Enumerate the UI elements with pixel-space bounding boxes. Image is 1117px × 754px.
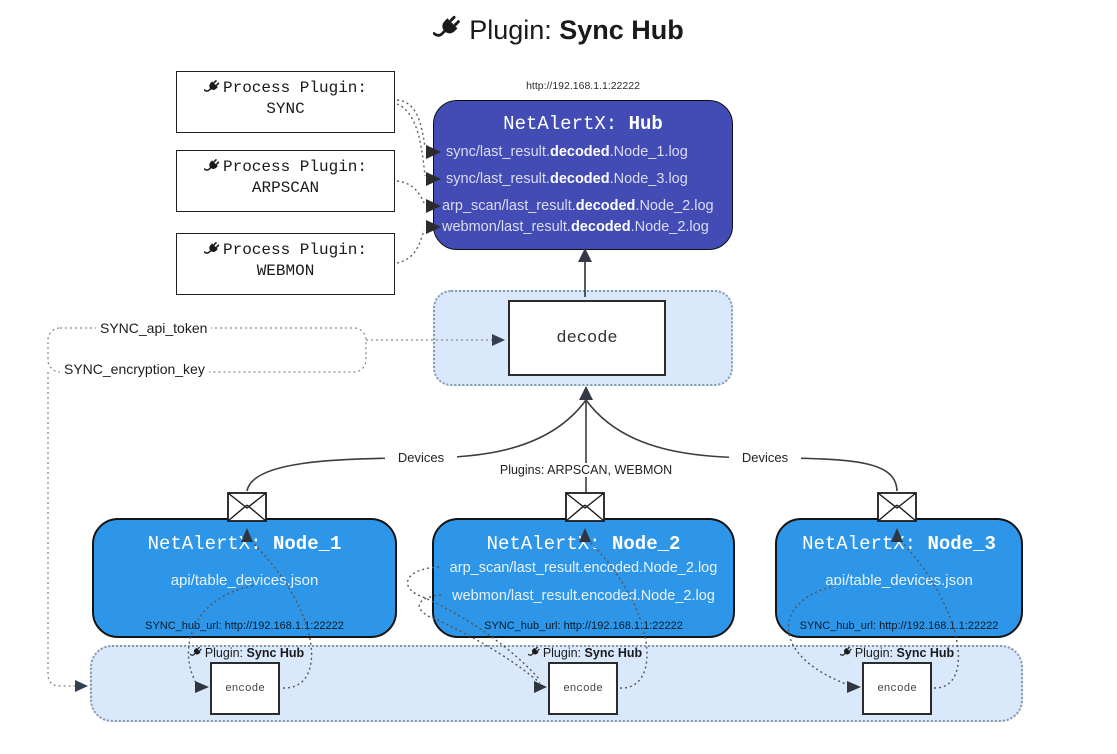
envelope-icon xyxy=(565,492,605,522)
token-to-encode-arrowhead xyxy=(75,680,88,692)
node-name-prefix: NetAlertX: xyxy=(802,533,917,555)
hub-log-line: webmon/last_result.decoded.Node_2.log xyxy=(442,219,728,239)
process-plugin-name: WEBMON xyxy=(256,262,315,280)
log-pre: sync/last_result. xyxy=(446,144,550,160)
title-prefix: Plugin: xyxy=(469,15,552,45)
sync-api-token-label: SYNC_api_token xyxy=(96,320,212,336)
log-post: .Node_2.log xyxy=(635,198,714,214)
log-bold: decoded xyxy=(549,144,610,160)
node-box-node3: NetAlertX: Node_3 api/table_devices.json… xyxy=(775,518,1023,638)
node-name-bold: Node_2 xyxy=(612,533,681,555)
process-plugin-box-arpscan: Process Plugin: ARPSCAN xyxy=(176,150,395,212)
process-plugin-label: Process Plugin: xyxy=(222,79,368,97)
process-plugin-name: ARPSCAN xyxy=(251,179,320,197)
encode-label-bold: Sync Hub xyxy=(896,646,955,660)
encode-label-bold: Sync Hub xyxy=(584,646,643,660)
branch-to-decode-arrowhead xyxy=(579,386,593,400)
encode-label-prefix: Plugin: xyxy=(204,646,244,660)
node-hub-url: SYNC_hub_url: http://192.168.1.1:22222 xyxy=(484,620,683,632)
process-plugin-name: SYNC xyxy=(266,100,305,118)
hub-node: NetAlertX: Hub sync/last_result.decoded.… xyxy=(433,100,733,250)
log-post: .Node_1.log xyxy=(609,144,688,160)
log-pre: arp_scan/last_result. xyxy=(442,198,576,214)
plugins-edge-label: Plugins: ARPSCAN, WEBMON xyxy=(496,463,676,477)
node-file-line: api/table_devices.json xyxy=(170,572,319,589)
plugin-to-hub-edges xyxy=(396,99,426,264)
process-plugin-box-webmon: Process Plugin: WEBMON xyxy=(176,233,395,295)
node-title: NetAlertX: Node_3 xyxy=(777,533,1021,555)
page-title: Plugin: Sync Hub xyxy=(0,14,1117,46)
encode-plugin-label: Plugin: Sync Hub xyxy=(817,646,977,660)
decode-box: decode xyxy=(508,300,666,376)
node-box-node1: NetAlertX: Node_1 api/table_devices.json… xyxy=(92,518,397,638)
plug-icon xyxy=(840,646,853,659)
plug-icon xyxy=(204,79,221,96)
node-file-line: arp_scan/last_result.encoded.Node_2.log xyxy=(449,560,718,576)
devices-edge-label-right: Devices xyxy=(729,450,801,465)
encode-label-prefix: Plugin: xyxy=(542,646,582,660)
log-bold: decoded xyxy=(570,219,631,235)
plug-icon xyxy=(433,14,463,44)
hub-name-bold: Hub xyxy=(628,113,663,135)
sync-encryption-key-label: SYNC_encryption_key xyxy=(60,361,209,377)
process-plugin-box-sync: Process Plugin: SYNC xyxy=(176,71,395,133)
plug-icon xyxy=(204,158,221,175)
node-name-prefix: NetAlertX: xyxy=(486,533,601,555)
node-name-bold: Node_1 xyxy=(273,533,342,555)
encode-plugin-label: Plugin: Sync Hub xyxy=(505,646,665,660)
log-bold: decoded xyxy=(575,198,636,214)
node-box-node2: NetAlertX: Node_2 arp_scan/last_result.e… xyxy=(432,518,735,638)
node-name-prefix: NetAlertX: xyxy=(147,533,262,555)
plug-icon xyxy=(190,646,203,659)
hub-log-line: sync/last_result.decoded.Node_3.log xyxy=(446,171,728,191)
devices-edge-label-left: Devices xyxy=(385,450,457,465)
log-post: .Node_3.log xyxy=(609,171,688,187)
log-post: .Node_2.log xyxy=(630,219,709,235)
log-bold: decoded xyxy=(549,171,610,187)
process-plugin-label: Process Plugin: xyxy=(222,158,368,176)
log-pre: sync/last_result. xyxy=(446,171,550,187)
encode-label-prefix: Plugin: xyxy=(854,646,894,660)
nodes-to-decode-edges xyxy=(246,399,898,492)
hub-url-label: http://192.168.1.1:22222 xyxy=(526,80,640,92)
envelope-icon xyxy=(877,492,917,522)
encode-box: encode xyxy=(548,662,618,715)
node-name-bold: Node_3 xyxy=(927,533,996,555)
node-hub-url: SYNC_hub_url: http://192.168.1.1:22222 xyxy=(799,620,999,632)
title-bold: Sync Hub xyxy=(559,15,684,45)
hub-log-line: arp_scan/last_result.decoded.Node_2.log xyxy=(442,198,728,218)
hub-name-prefix: NetAlertX: xyxy=(503,113,618,135)
node-hub-url: SYNC_hub_url: http://192.168.1.1:22222 xyxy=(145,620,344,632)
encode-box: encode xyxy=(862,662,932,715)
encode-box: encode xyxy=(210,662,280,715)
plug-icon xyxy=(204,241,221,258)
log-pre: webmon/last_result. xyxy=(442,219,571,235)
hub-title: NetAlertX: Hub xyxy=(434,113,732,135)
node-file-line: webmon/last_result.encoded.Node_2.log xyxy=(452,588,715,604)
envelope-icon xyxy=(227,492,267,522)
hub-log-line: sync/last_result.decoded.Node_1.log xyxy=(446,144,728,164)
encode-label-bold: Sync Hub xyxy=(246,646,305,660)
node-title: NetAlertX: Node_1 xyxy=(94,533,395,555)
encode-plugin-label: Plugin: Sync Hub xyxy=(167,646,327,660)
node-file-line: api/table_devices.json xyxy=(825,572,973,589)
plug-icon xyxy=(528,646,541,659)
decode-to-hub-arrowhead xyxy=(578,248,592,262)
node-title: NetAlertX: Node_2 xyxy=(434,533,733,555)
process-plugin-label: Process Plugin: xyxy=(222,241,368,259)
